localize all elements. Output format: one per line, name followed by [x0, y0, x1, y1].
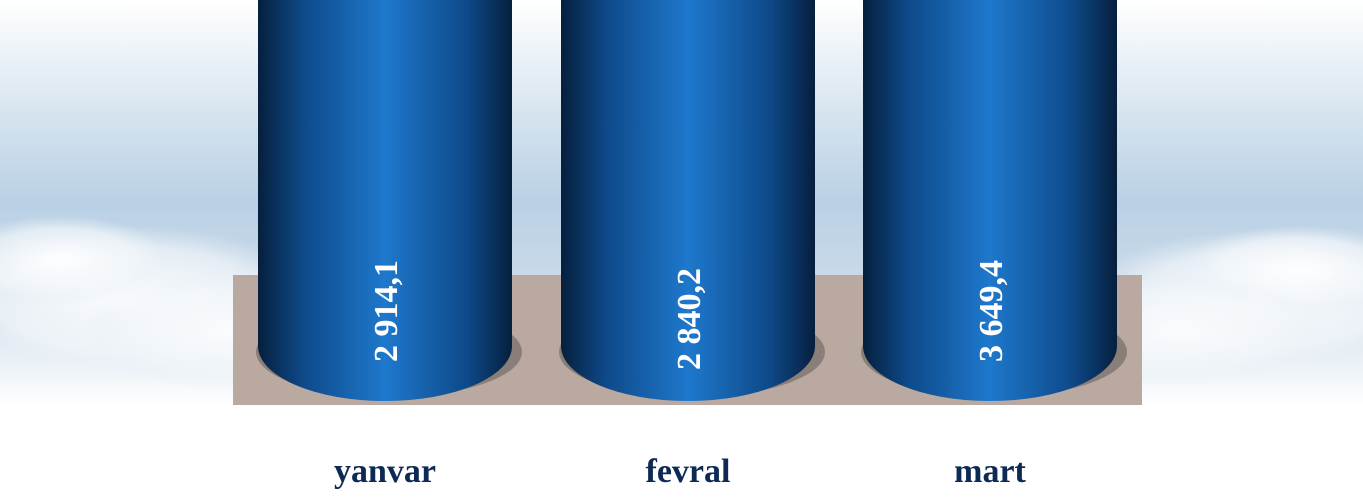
bar-yanvar: 2 914,1 [256, 0, 522, 401]
category-labels-group: yanvar fevral mart [334, 453, 1027, 490]
bar-value-label: 2 914,1 [368, 260, 405, 362]
bar-value-label: 2 840,2 [671, 268, 708, 370]
bar-fevral: 2 840,2 [559, 0, 825, 401]
bars-group: 2 914,1 2 840,2 3 649,4 [256, 0, 1127, 401]
bar-body [863, 0, 1117, 401]
bar-mart: 3 649,4 [861, 0, 1127, 401]
category-label-mart: mart [954, 453, 1026, 490]
category-label-fevral: fevral [646, 453, 731, 490]
category-label-yanvar: yanvar [334, 453, 436, 490]
bar-body [258, 0, 512, 401]
bar-value-label: 3 649,4 [973, 260, 1010, 362]
bar-body [561, 0, 815, 401]
